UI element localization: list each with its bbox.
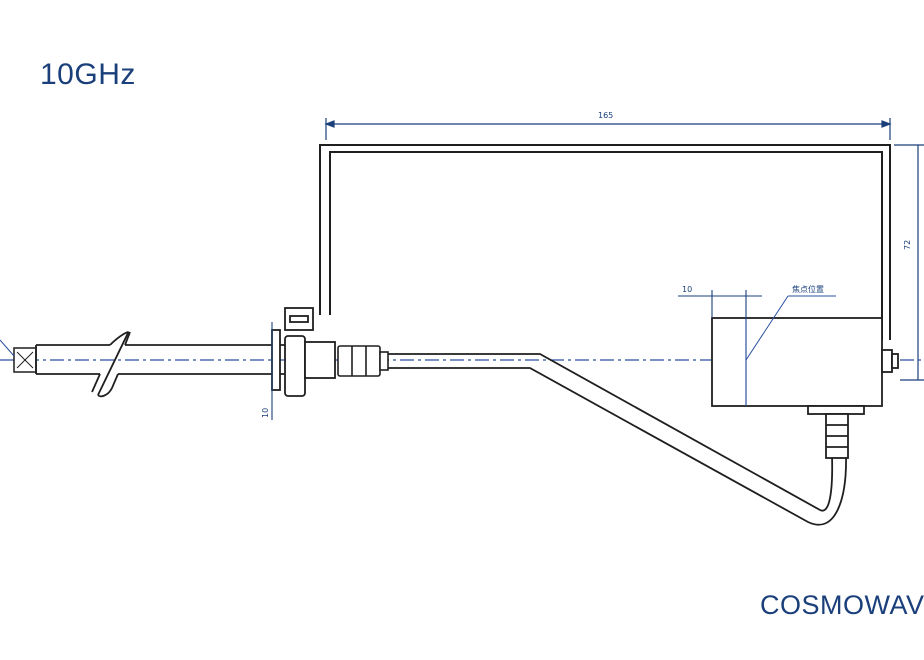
brand-label: COSMOWAVE [760, 590, 924, 620]
flange [271, 307, 336, 397]
dim-height-label: 72 [903, 240, 912, 250]
dim-height [894, 144, 924, 381]
dim-focal-offset [678, 290, 762, 318]
dim-overall-width-label: 165 [598, 111, 613, 120]
sma-connector [337, 345, 389, 377]
dim-rod-offset-label: 10 [261, 408, 270, 418]
dim-overall-width [324, 118, 892, 140]
bracket-frame [319, 144, 891, 340]
coax-cable [388, 353, 847, 526]
focal-position-label: 焦点位置 [792, 284, 824, 294]
detector-block [711, 317, 899, 459]
end-marker [0, 339, 37, 373]
support-rod [35, 331, 285, 398]
frequency-title: 10GHz [40, 58, 136, 91]
dim-focal-offset-label: 10 [682, 285, 692, 294]
focal-leader [745, 295, 789, 361]
